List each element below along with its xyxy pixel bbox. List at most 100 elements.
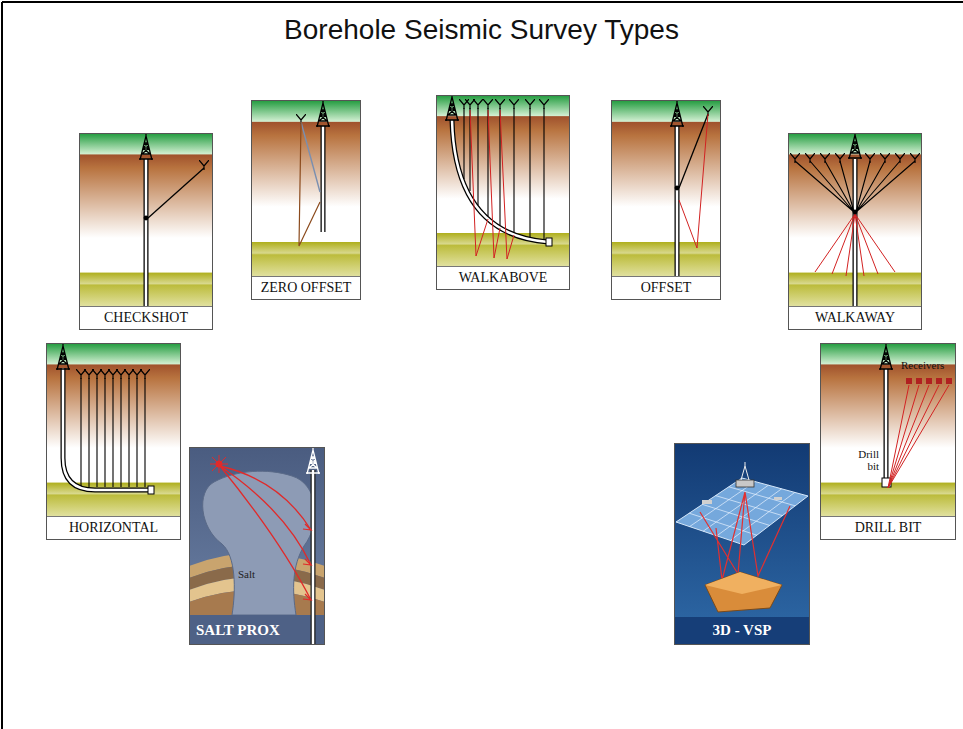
survey-panel: SaltSALT PROX	[189, 447, 325, 645]
offset-art-part	[675, 126, 680, 276]
checkshot-art-part	[145, 159, 148, 306]
survey-panel: CHECKSHOT	[79, 133, 213, 330]
checkshot-art-part	[139, 134, 153, 160]
label-strip: CHECKSHOT	[80, 306, 212, 329]
drill-bit-art-part	[820, 343, 956, 518]
horizontal-art-part	[140, 369, 150, 379]
walkaway-art-part	[853, 159, 858, 306]
offset-art-part	[679, 114, 708, 248]
annotation-label: Drill bit	[853, 448, 879, 472]
walkaway-art-part	[815, 214, 895, 276]
salt-proximity-art-part	[312, 470, 315, 645]
survey-panel: HORIZONTAL	[46, 343, 181, 540]
drill-bit-art-part	[916, 378, 922, 384]
horizontal-art-part	[46, 343, 181, 518]
walkabove-art-part	[464, 108, 544, 239]
checkshot-art	[79, 133, 213, 308]
label-strip: WALKAWAY	[789, 306, 921, 329]
drill-bit-art-part	[879, 344, 893, 370]
walkabove-art-part	[473, 99, 483, 109]
annotation-label: Salt	[238, 568, 268, 580]
survey-panel: ZERO OFFSET	[251, 100, 361, 300]
zero-offset-art-part	[251, 100, 361, 278]
walkaway-art-part	[795, 161, 915, 212]
horizontal-art-part	[63, 368, 150, 490]
offset-art-part	[679, 114, 708, 188]
offset-art-part	[676, 126, 679, 276]
three-d-vsp-art-part	[705, 572, 782, 594]
survey-type-label: WALKABOVE	[459, 270, 548, 285]
walkaway-art-part	[790, 153, 800, 163]
walkaway-art-part	[880, 153, 890, 163]
three-d-vsp-art-part	[774, 497, 782, 500]
page-frame-part	[1, 2, 3, 729]
three-d-vsp-art	[674, 443, 810, 645]
walkaway-art-part	[848, 133, 862, 159]
label-strip: OFFSET	[612, 276, 720, 299]
walkaway-art-part	[854, 159, 857, 306]
walkaway-art-part	[820, 153, 830, 163]
checkshot-art-part	[144, 159, 149, 306]
three-d-vsp-art-part	[702, 500, 712, 504]
survey-type-label: OFFSET	[641, 280, 692, 295]
survey-panel: WALKAWAY	[788, 133, 922, 330]
drill-bit-art-part	[936, 378, 942, 384]
survey-type-label: DRILL BIT	[855, 520, 922, 535]
label-strip: WALKABOVE	[437, 266, 569, 289]
survey-panel: WALKABOVE	[436, 95, 570, 290]
walkaway-art-part	[910, 153, 920, 163]
zero-offset-art-part	[316, 101, 330, 127]
survey-type-label: 3D - VSP	[713, 622, 772, 638]
walkaway-art-part	[788, 133, 922, 308]
label-strip: HORIZONTAL	[47, 516, 180, 539]
walkaway-art-part	[853, 210, 858, 215]
label-holder: 3D - VSP	[681, 621, 803, 639]
walkabove-art-part	[445, 95, 459, 121]
drill-bit-art-part	[926, 378, 932, 384]
drill-bit-art-part	[906, 378, 912, 384]
three-d-vsp-art-part	[674, 617, 810, 645]
annotation-label: Receivers	[901, 359, 955, 371]
survey-type-label: CHECKSHOT	[104, 310, 188, 325]
walkaway-art-part	[835, 153, 845, 163]
walkaway-art-part	[805, 153, 815, 163]
three-d-vsp-art-part	[736, 480, 754, 487]
walkaway-art	[788, 133, 922, 308]
survey-type-label: ZERO OFFSET	[261, 280, 352, 295]
zero-offset-art-part	[299, 122, 320, 246]
label-holder: SALT PROX	[196, 621, 318, 639]
checkshot-art-part	[79, 133, 213, 308]
drill-bit-art	[820, 343, 956, 518]
drill-bit-art-part	[884, 369, 889, 480]
zero-offset-art-part	[322, 126, 325, 232]
survey-panel: ReceiversDrill bitDRILL BIT	[820, 343, 956, 540]
salt-proximity-art-part	[220, 466, 311, 600]
horizontal-art-part	[56, 344, 70, 370]
salt-proximity-art-part	[189, 447, 325, 645]
survey-type-label: SALT PROX	[196, 622, 280, 638]
checkshot-art-part	[144, 216, 149, 221]
drill-bit-art-part	[888, 385, 949, 488]
salt-proximity-art-part	[210, 455, 228, 473]
walkaway-art-part	[895, 153, 905, 163]
horizontal-art-part	[148, 486, 154, 494]
three-d-vsp-art-part	[705, 572, 782, 612]
walkabove-art-part	[546, 238, 552, 246]
salt-proximity-art-part	[306, 448, 320, 474]
salt-proximity-art-part	[189, 615, 325, 645]
three-d-vsp-art-part	[674, 443, 810, 645]
offset-art-part	[675, 186, 680, 191]
page-frame-part	[2, 1, 963, 3]
checkshot-art-part	[148, 168, 204, 218]
walkabove-art-part	[470, 110, 514, 259]
drill-bit-art-part	[885, 369, 888, 480]
walkabove-art-part	[525, 99, 535, 109]
drill-bit-art-part	[946, 378, 952, 384]
salt-proximity-art-part	[303, 524, 311, 600]
offset-art-part	[670, 101, 684, 127]
salt-proximity-art	[189, 447, 325, 645]
walkabove-art-part	[436, 95, 570, 268]
